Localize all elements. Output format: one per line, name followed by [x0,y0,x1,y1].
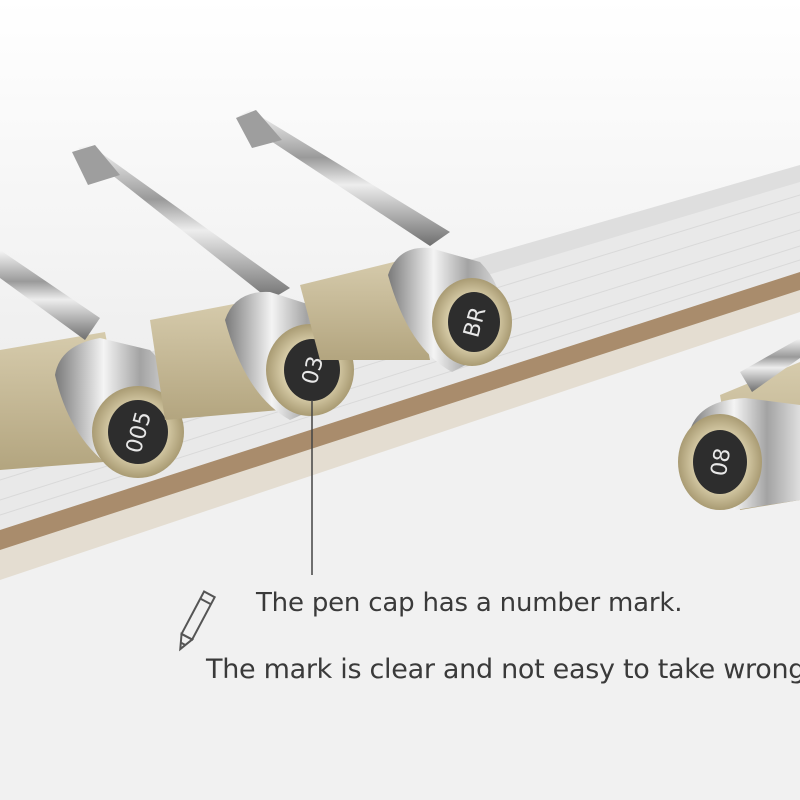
pen-005: 005 [0,250,184,478]
cap-label-08: 08 [707,446,736,478]
pencil-icon [179,590,217,652]
caption-line-2: The mark is clear and not easy to take w… [206,654,800,685]
caption-line-1: The pen cap has a number mark. [256,588,683,618]
pen-br: BR [236,110,512,372]
pen-08: 08 [678,338,800,510]
